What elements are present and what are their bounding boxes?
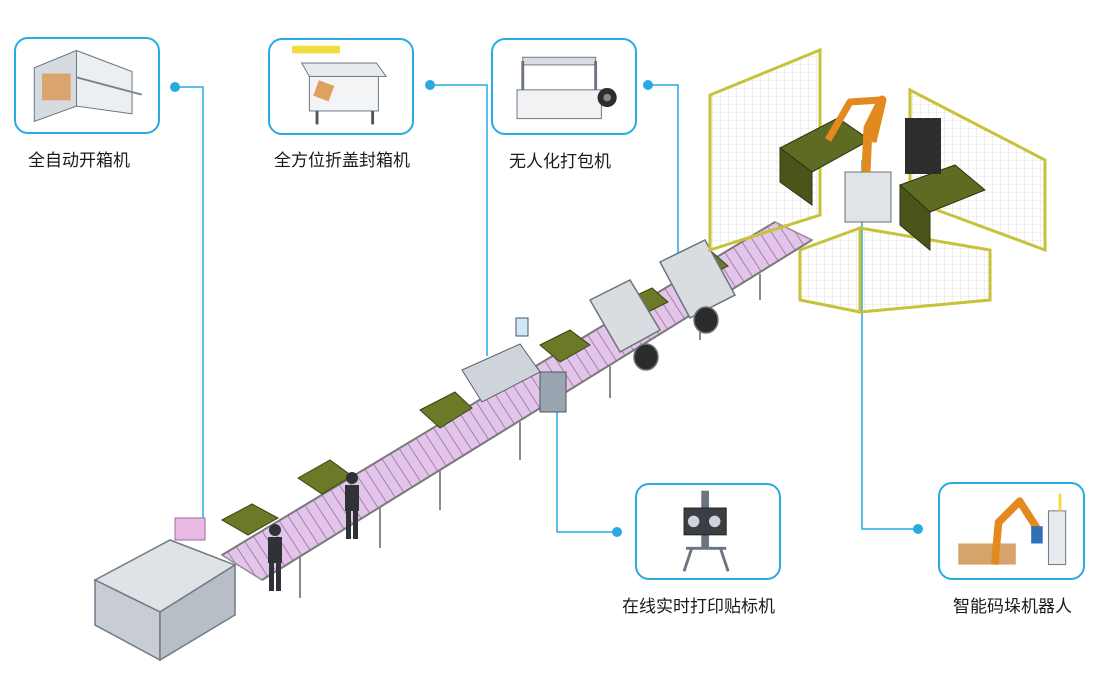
carton-erector-marker (170, 82, 180, 92)
strapping-machine-card (491, 38, 637, 135)
case-sealer-icon (292, 45, 387, 125)
label-printer-marker (612, 527, 622, 537)
palletizing-robot-marker (913, 524, 923, 534)
palletizing-cell (708, 47, 1047, 314)
label-printer-icon (682, 490, 730, 572)
connector-carton-erector (175, 86, 204, 538)
strapping-stations (588, 239, 737, 371)
workers (268, 472, 359, 591)
label-printer-label: 在线实时打印贴标机 (622, 597, 775, 617)
label-printer-card (635, 483, 781, 580)
palletizing-robot-icon (958, 493, 1067, 566)
carton-erector-icon (33, 49, 142, 123)
strapping-machine-icon (516, 56, 617, 120)
strapping-machine-label: 无人化打包机 (509, 152, 611, 172)
case-sealer-marker (425, 80, 435, 90)
case-sealer-card (268, 38, 414, 135)
carton-erector-label: 全自动开箱机 (28, 151, 130, 171)
palletizing-robot-label: 智能码垛机器人 (953, 597, 1072, 617)
carton-erector-machine (93, 517, 237, 662)
labeling-station (461, 317, 567, 413)
strapping-machine-marker (643, 80, 653, 90)
connector-case-sealer (430, 84, 488, 356)
connector-strapping (648, 84, 679, 266)
carton-erector-card (14, 37, 160, 134)
case-sealer-label: 全方位折盖封箱机 (274, 151, 410, 171)
palletizing-robot-card (938, 482, 1085, 580)
